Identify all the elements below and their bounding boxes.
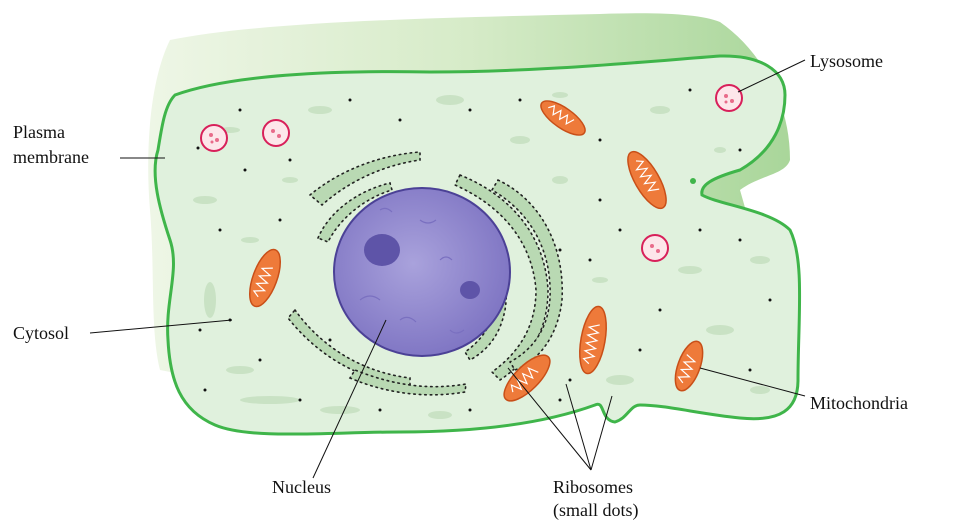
lysosome bbox=[263, 120, 289, 146]
label-ribosomes-1: Ribosomes bbox=[553, 477, 633, 497]
label-plasma-membrane-1: Plasma bbox=[13, 122, 65, 142]
label-lysosome: Lysosome bbox=[810, 51, 883, 71]
nucleolus bbox=[460, 281, 480, 299]
label-nucleus: Nucleus bbox=[272, 477, 331, 497]
label-cytosol: Cytosol bbox=[13, 323, 69, 343]
lysosome bbox=[642, 235, 668, 261]
nucleolus bbox=[364, 234, 400, 266]
lysosome bbox=[716, 85, 742, 111]
lysosome bbox=[201, 125, 227, 151]
label-mitochondria: Mitochondria bbox=[810, 393, 908, 413]
nucleus bbox=[334, 188, 510, 356]
label-plasma-membrane-2: membrane bbox=[13, 147, 89, 167]
membrane-notch-dot bbox=[690, 178, 696, 184]
label-ribosomes-2: (small dots) bbox=[553, 500, 639, 521]
